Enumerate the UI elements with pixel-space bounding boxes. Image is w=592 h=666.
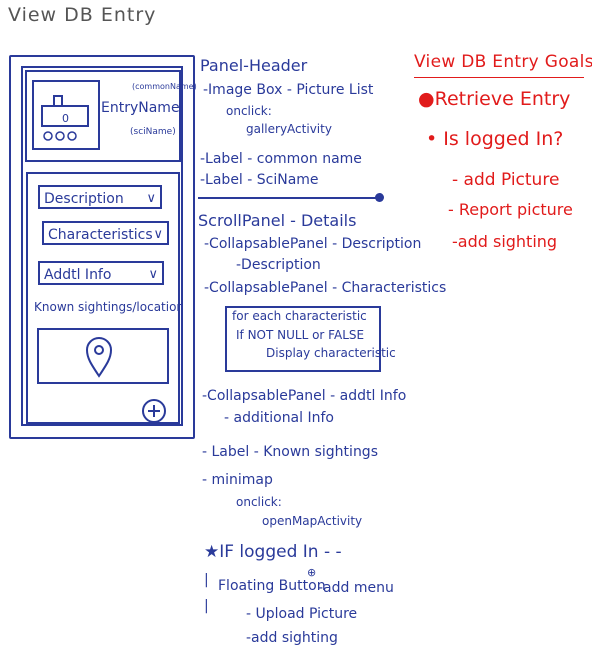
note-bar-1: | xyxy=(204,572,209,588)
plus-circle-icon xyxy=(142,399,166,423)
note-open-map: openMapActivity xyxy=(262,514,363,528)
description-label: Description xyxy=(44,191,124,207)
sci-name-label: (sciName) xyxy=(130,127,176,137)
map-pin-icon xyxy=(85,337,113,378)
note-scroll-panel: ScrollPanel - Details xyxy=(198,211,357,230)
note-label-known: - Label - Known sightings xyxy=(202,444,378,460)
note-panel-header: Panel-Header xyxy=(200,56,308,75)
details-scroll-panel[interactable] xyxy=(26,172,180,424)
goal-sub-item: -add sighting xyxy=(452,232,558,251)
bullet-icon: • xyxy=(426,128,438,150)
goal-text: Retrieve Entry xyxy=(434,88,571,110)
note-onclick-2: onclick: xyxy=(236,495,282,509)
page-title: View DB Entry xyxy=(8,4,157,26)
header-panel xyxy=(25,70,181,162)
note-label-common: -Label - common name xyxy=(200,151,362,167)
chevron-down-icon: ∨ xyxy=(146,191,156,206)
image-box[interactable]: 0 xyxy=(32,80,100,150)
note-add-menu: -add menu xyxy=(318,580,394,596)
note-coll-characteristics: -CollapsablePanel - Characteristics xyxy=(204,280,447,296)
chevron-down-icon: ∨ xyxy=(153,227,163,242)
phone-screen xyxy=(21,66,183,426)
svg-text:0: 0 xyxy=(62,112,69,125)
note-if-not-null: If NOT NULL or FALSE xyxy=(236,328,365,342)
note-coll-description: -CollapsablePanel - Description xyxy=(204,236,422,252)
picture-placeholder-icon: 0 xyxy=(41,95,89,141)
note-floating-button: Floating Button xyxy=(218,578,326,594)
note-additional-info: - additional Info xyxy=(224,410,334,426)
characteristics-label: Characteristics xyxy=(48,227,153,243)
note-label-sci: -Label - SciName xyxy=(200,172,319,188)
note-minimap: - minimap xyxy=(202,472,273,488)
section-divider xyxy=(198,197,380,199)
goal-sub-item: - Report picture xyxy=(448,200,573,219)
goals-underline xyxy=(414,77,584,78)
characteristic-loop-bracket xyxy=(225,306,381,372)
goal-sub-item: - add Picture xyxy=(452,170,560,190)
addtl-info-label: Addtl Info xyxy=(44,267,112,283)
note-upload-picture: - Upload Picture xyxy=(246,606,358,622)
note-coll-addtl: -CollapsablePanel - addtl Info xyxy=(202,388,407,404)
note-onclick-1: onclick: xyxy=(226,104,272,118)
addtl-info-collapsible[interactable]: Addtl Info ∨ xyxy=(38,261,164,285)
note-gallery-activity: galleryActivity xyxy=(246,122,332,136)
divider-dot xyxy=(375,193,384,202)
note-for-each: for each characteristic xyxy=(232,309,367,323)
bullet-icon: ● xyxy=(418,88,435,110)
note-bar-2: | xyxy=(204,598,209,614)
note-if-logged: ★IF logged In - - xyxy=(204,542,342,562)
characteristics-collapsible[interactable]: Characteristics ∨ xyxy=(42,221,169,245)
note-image-box: -Image Box - Picture List xyxy=(203,82,374,98)
note-display-char: Display characteristic xyxy=(266,346,396,360)
known-sightings-label: Known sightings/location xyxy=(34,300,185,314)
note-description: -Description xyxy=(236,257,321,273)
description-collapsible[interactable]: Description ∨ xyxy=(38,185,162,209)
goals-title: View DB Entry Goals xyxy=(414,52,592,72)
phone-frame xyxy=(9,55,195,439)
goal-item: ●Retrieve Entry xyxy=(418,88,570,110)
common-name-label: (commonName) xyxy=(132,82,197,91)
goal-text: Is logged In? xyxy=(443,128,564,150)
note-add-sighting: -add sighting xyxy=(246,630,338,646)
minimap[interactable] xyxy=(37,328,169,384)
entry-name-label: EntryName xyxy=(101,100,180,116)
goal-item: • Is logged In? xyxy=(426,128,563,150)
plus-circle-icon: ⊕ xyxy=(307,566,317,579)
floating-add-button[interactable] xyxy=(141,398,167,428)
chevron-down-icon: ∨ xyxy=(148,267,158,282)
